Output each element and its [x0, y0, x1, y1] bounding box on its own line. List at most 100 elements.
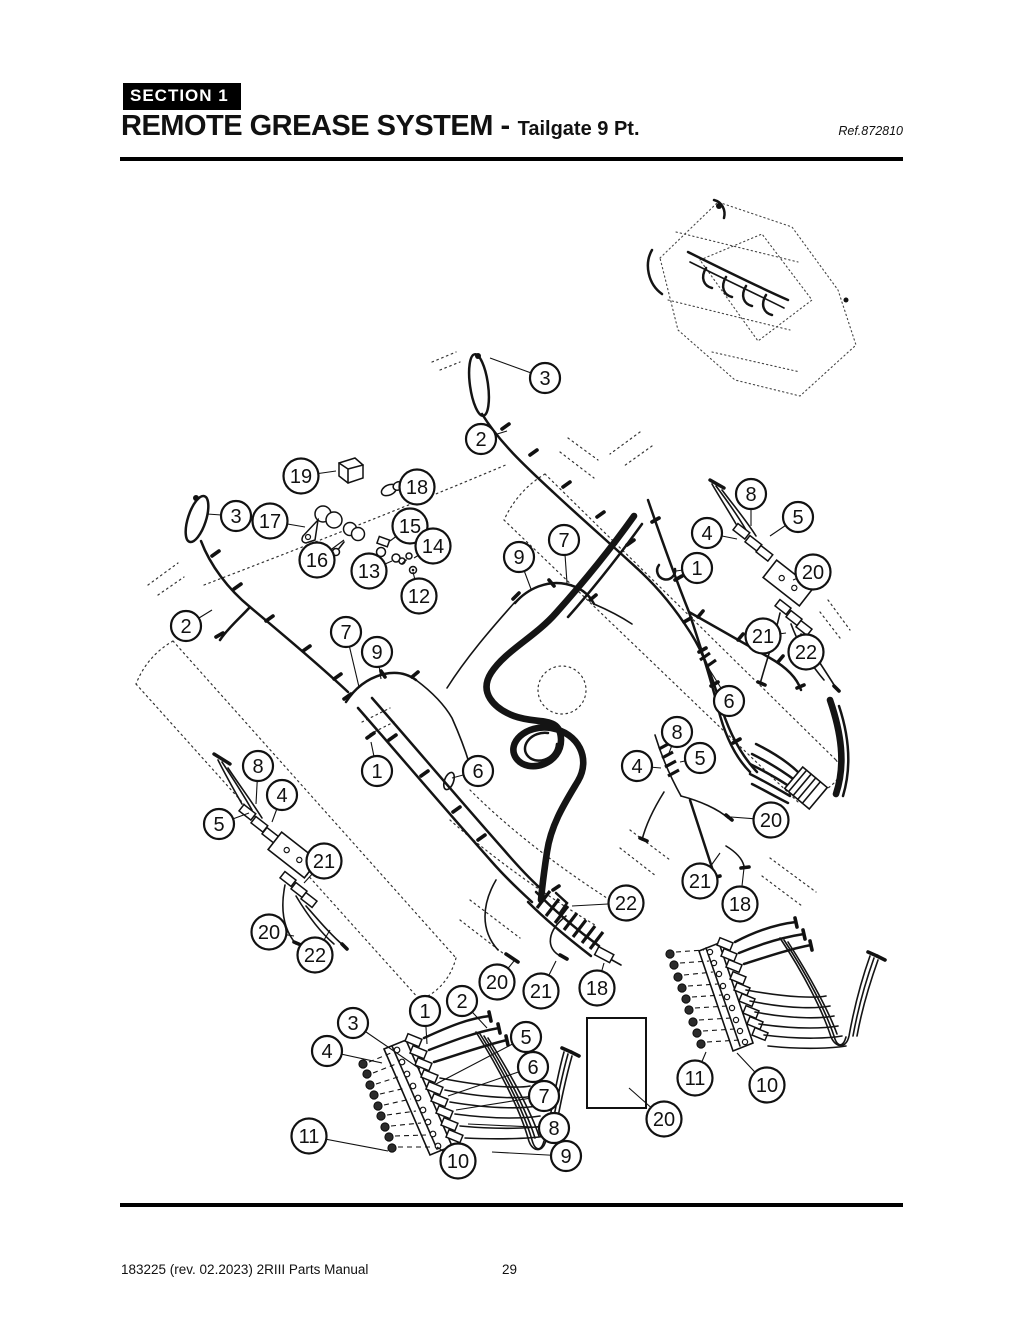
callout-number: 4: [276, 785, 287, 807]
callout-number: 22: [795, 642, 817, 664]
callout-number: 11: [685, 1068, 706, 1090]
callout-leader: [435, 1036, 527, 1085]
callout-number: 10: [447, 1151, 469, 1173]
loose-parts: [301, 457, 418, 575]
callout-balloon-21: [681, 862, 719, 900]
callout-balloon-21: [305, 842, 343, 880]
part-18-fitting: [380, 481, 404, 497]
section-badge: SECTION 1: [123, 83, 241, 110]
callout-number: 2: [475, 429, 486, 451]
callout-balloon-7: [329, 615, 363, 649]
part-14-fitting: [401, 552, 413, 565]
callout-number: 18: [586, 978, 608, 1000]
ref-number: Ref.872810: [838, 124, 903, 138]
callout-balloon-9: [549, 1139, 583, 1173]
callout-number: 5: [792, 507, 803, 529]
callout-number: 21: [313, 851, 335, 873]
manifold-left-nuts: [358, 1052, 431, 1153]
callout-balloon-22: [787, 633, 825, 671]
callout-balloon-21: [744, 617, 782, 655]
callout-number: 1: [371, 761, 382, 783]
callout-number: 9: [560, 1146, 571, 1168]
manifold-right-nuts: [665, 949, 741, 1049]
callout-number: 6: [472, 761, 483, 783]
callout-balloon-13: [350, 552, 388, 590]
callout-balloon-20: [478, 963, 516, 1001]
callout-number: 13: [358, 561, 380, 583]
callout-number: 22: [615, 893, 637, 915]
callout-balloon-6: [461, 754, 495, 788]
callout-number: 10: [756, 1075, 778, 1097]
callout-balloon-6: [712, 684, 746, 718]
callout-balloon-5: [683, 741, 717, 775]
callout-number: 22: [304, 945, 326, 967]
callout-number: 1: [691, 558, 702, 580]
callout-balloon-4: [310, 1034, 344, 1068]
title-row: REMOTE GREASE SYSTEM - Tailgate 9 Pt. Re…: [121, 110, 903, 143]
callout-balloon-11: [676, 1059, 714, 1097]
callout-balloon-3: [528, 361, 562, 395]
callout-balloon-2: [445, 984, 479, 1018]
hose-heavy-loops: [483, 512, 644, 904]
part-15-elbow: [375, 535, 391, 558]
harness-center-upper: [446, 578, 633, 689]
callout-balloon-16: [298, 541, 336, 579]
callout-number: 9: [513, 547, 524, 569]
callout-balloon-20: [250, 913, 288, 951]
callout-balloon-22: [296, 936, 334, 974]
callout-number: 20: [486, 972, 508, 994]
reference-box: [586, 1017, 647, 1109]
callout-balloon-10: [439, 1142, 477, 1180]
junction-cluster-left: [212, 752, 349, 951]
callout-balloon-5: [781, 500, 815, 534]
callout-number: 1: [419, 1001, 430, 1023]
callout-balloon-14: [414, 527, 452, 565]
callout-balloon-8: [241, 749, 275, 783]
callout-number: 4: [631, 756, 642, 778]
callout-number: 20: [760, 810, 782, 832]
callout-number: 5: [694, 748, 705, 770]
callout-number: 8: [252, 756, 263, 778]
callout-balloon-19: [282, 457, 320, 495]
hose-comb-right: [748, 696, 850, 811]
hose-left-run: [184, 494, 350, 694]
callout-balloon-11: [290, 1117, 328, 1155]
callout-balloon-22: [607, 884, 645, 922]
page-title: REMOTE GREASE SYSTEM -: [121, 110, 510, 142]
header-rule: [120, 157, 903, 161]
callout-number: 2: [180, 616, 191, 638]
harness-center-left: [342, 669, 542, 904]
callout-balloon-4: [620, 749, 654, 783]
callout-balloon-6: [516, 1050, 550, 1084]
callout-number: 8: [671, 722, 682, 744]
callout-balloon-20: [794, 553, 832, 591]
callout-number: 9: [371, 642, 382, 664]
callout-number: 2: [456, 991, 467, 1013]
callout-number: 20: [258, 922, 280, 944]
callout-number: 19: [290, 466, 312, 488]
callout-balloon-4: [265, 778, 299, 812]
callout-number: 7: [558, 530, 569, 552]
callout-number: 8: [745, 484, 756, 506]
callout-number: 21: [752, 626, 774, 648]
callout-number: 20: [802, 562, 824, 584]
callout-balloon-7: [547, 523, 581, 557]
callout-balloon-4: [690, 516, 724, 550]
callout-balloon-7: [527, 1079, 561, 1113]
callout-number: 15: [399, 516, 421, 538]
callout-balloon-9: [502, 540, 536, 574]
callout-number: 8: [548, 1118, 559, 1140]
callout-balloon-9: [360, 635, 394, 669]
callout-number: 6: [527, 1057, 538, 1079]
page-subtitle: Tailgate 9 Pt.: [517, 118, 640, 140]
callout-number: 14: [422, 536, 444, 558]
callout-balloon-1: [408, 994, 442, 1028]
callout-balloon-5: [202, 807, 236, 841]
callout-balloon-17: [251, 502, 289, 540]
part-17-clamp: [301, 505, 343, 544]
callout-number: 21: [689, 871, 711, 893]
part-16-grommets: [331, 521, 366, 557]
callout-balloon-1: [680, 551, 714, 585]
callout-balloon-10: [748, 1066, 786, 1104]
